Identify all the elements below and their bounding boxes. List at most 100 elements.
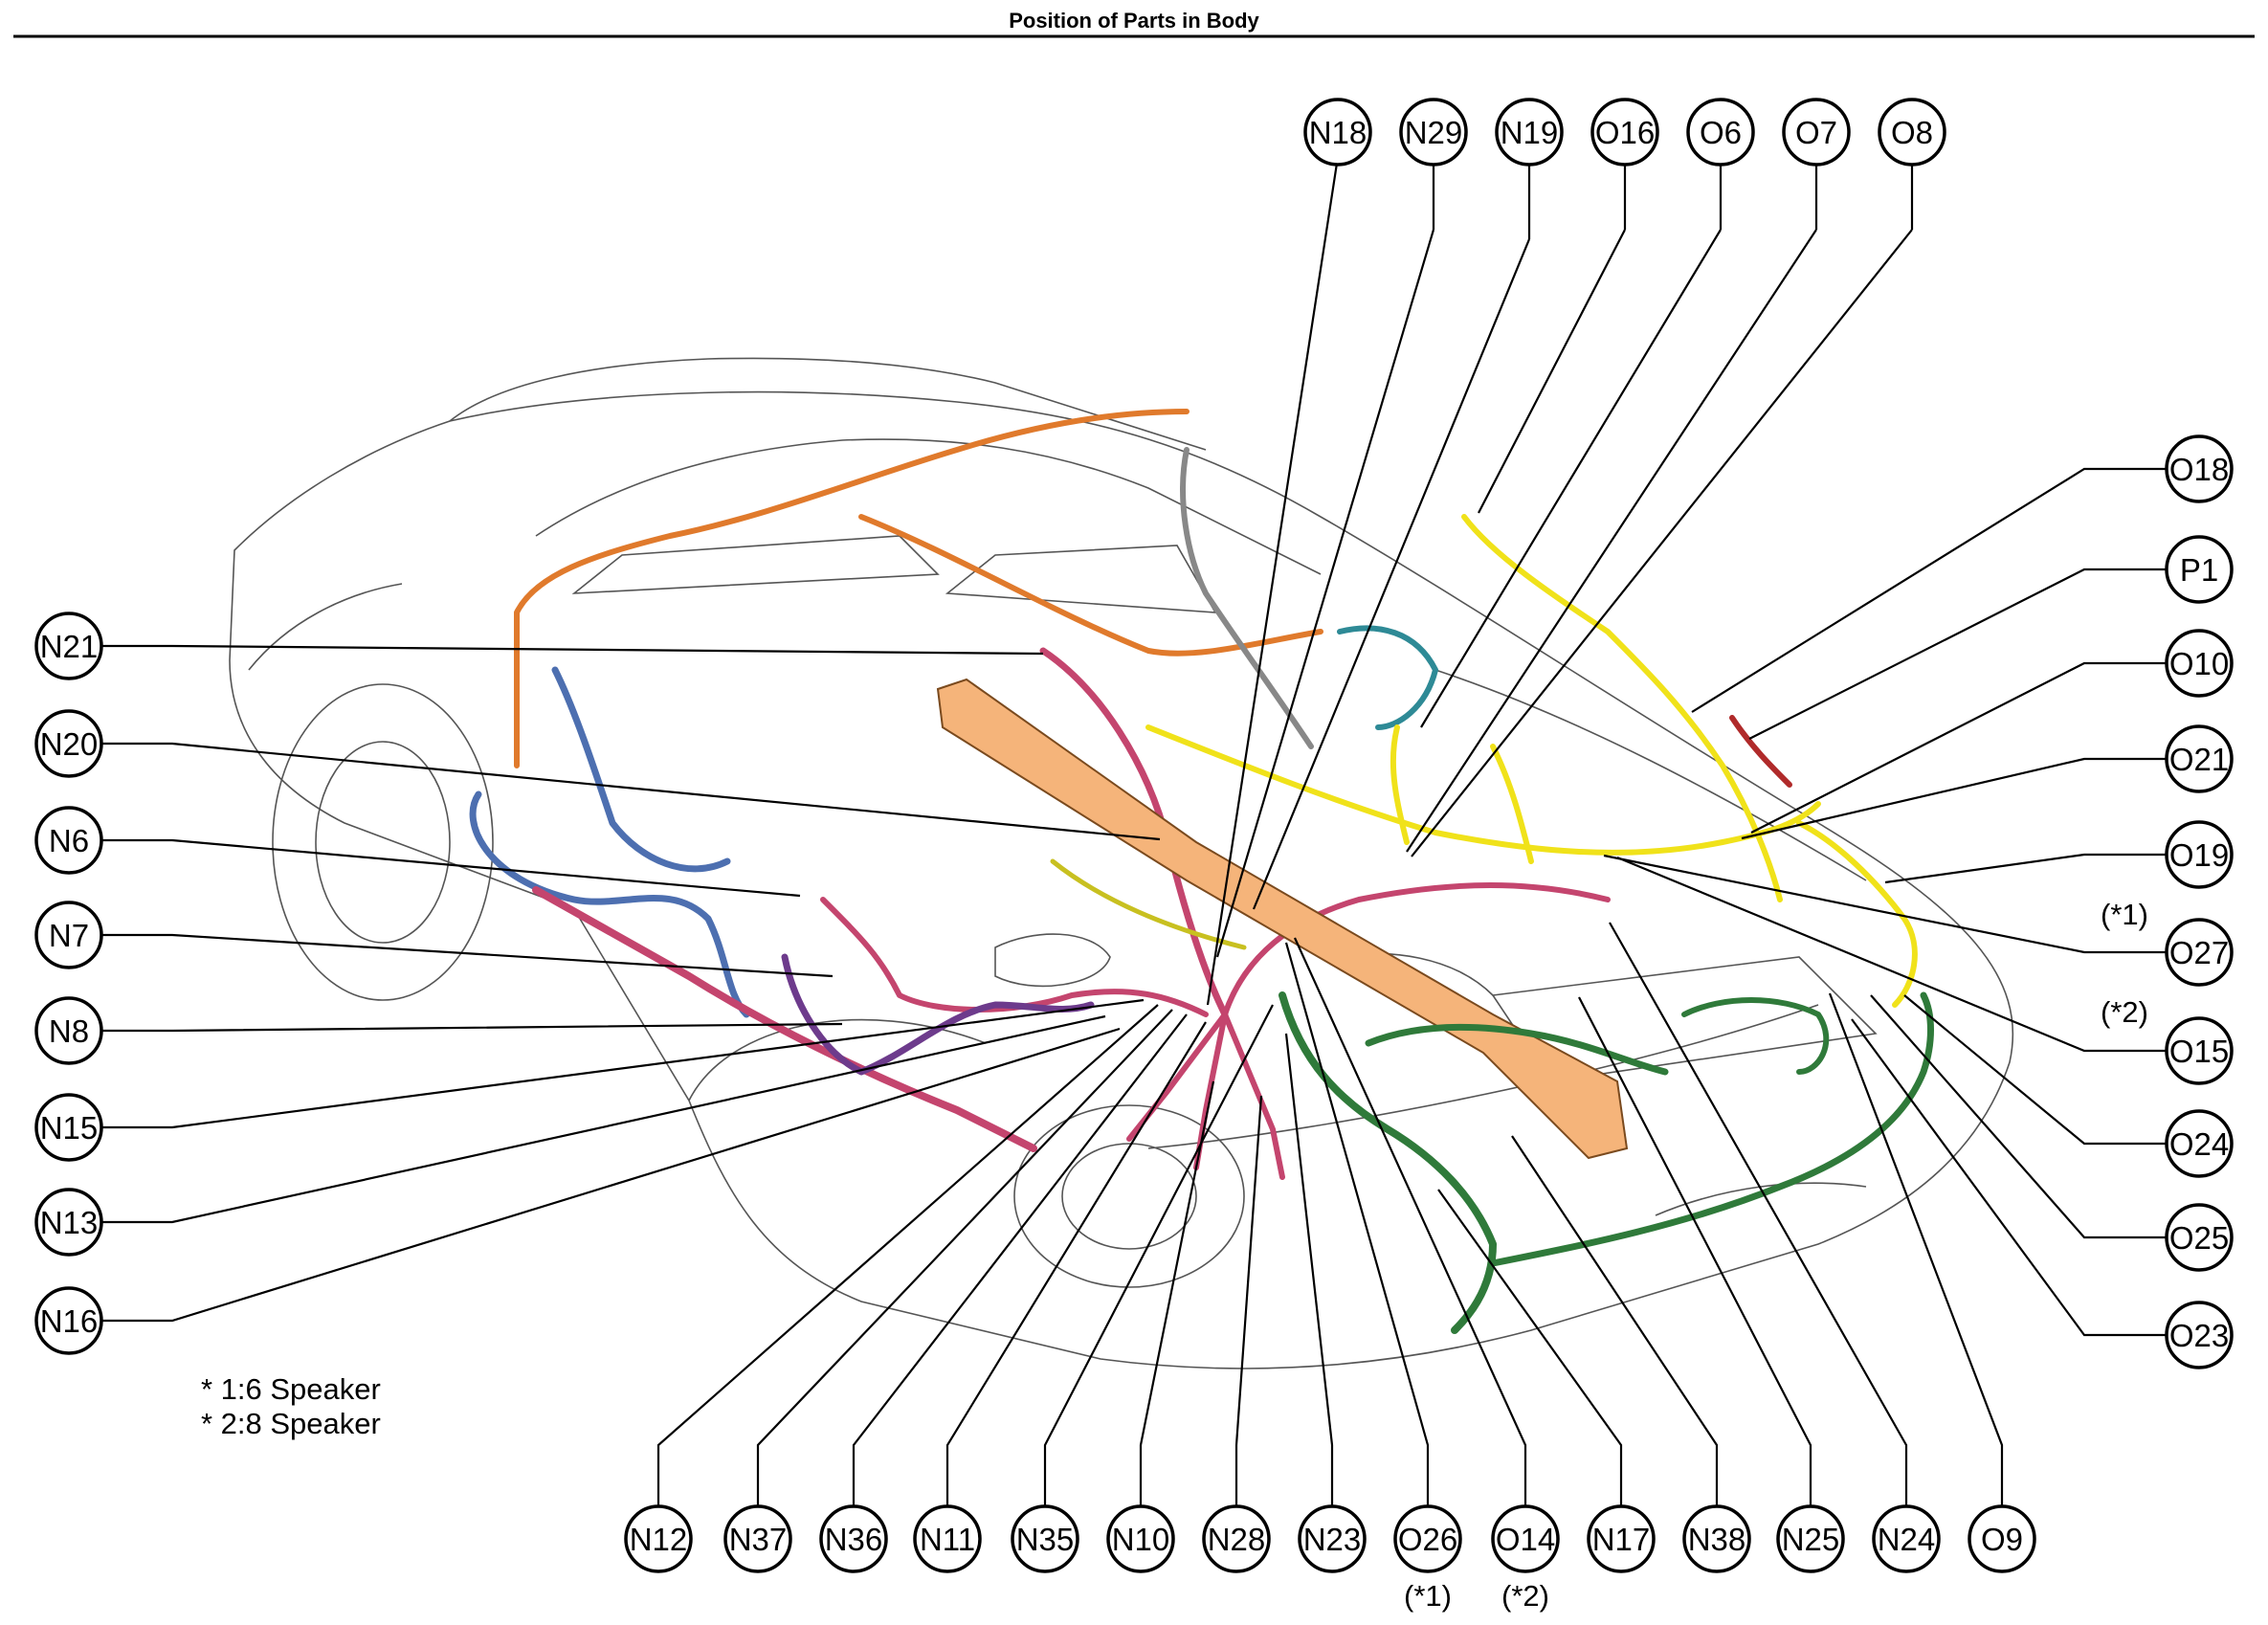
callout-circle bbox=[34, 1286, 103, 1355]
leader-o14 bbox=[1293, 937, 1527, 1510]
callout-p1: P1 bbox=[2165, 535, 2234, 604]
leader-o27 bbox=[1603, 854, 2166, 954]
callout-label: N25 bbox=[1782, 1522, 1840, 1557]
callout-n36: N36 bbox=[819, 1504, 888, 1573]
callout-o10: O10 bbox=[2165, 629, 2234, 698]
leader-n15 bbox=[100, 998, 1145, 1129]
callout-n35: N35 bbox=[1011, 1504, 1079, 1573]
callout-circle bbox=[2165, 820, 2234, 889]
callout-circle bbox=[624, 1504, 693, 1573]
leader-o6b bbox=[1420, 229, 1722, 728]
callout-label: N13 bbox=[40, 1205, 99, 1240]
callout-n13: N13 bbox=[34, 1188, 103, 1257]
callout-circle bbox=[1682, 1504, 1751, 1573]
callout-o8: O8 bbox=[1878, 98, 1946, 167]
leader-n12 bbox=[656, 1004, 1159, 1510]
callout-label: N17 bbox=[1592, 1522, 1651, 1557]
callout-label: N10 bbox=[1112, 1522, 1170, 1557]
callout-label: O19 bbox=[2169, 837, 2229, 873]
callout-circle bbox=[1782, 98, 1851, 167]
leader-n6 bbox=[100, 838, 801, 898]
callout-circle bbox=[2165, 1203, 2234, 1272]
leader-o25 bbox=[1870, 994, 2166, 1239]
leader-o18 bbox=[1691, 467, 2166, 713]
leader-n29b bbox=[1215, 229, 1435, 958]
callout-o15: O15 bbox=[2165, 1016, 2234, 1085]
leader-n24 bbox=[1609, 922, 1908, 1510]
leader-o10 bbox=[1750, 661, 2166, 834]
qualifier-o26: (*1) bbox=[1404, 1579, 1452, 1613]
callout-circle bbox=[2165, 918, 2234, 987]
callout-n37: N37 bbox=[723, 1504, 792, 1573]
callout-label: N21 bbox=[40, 629, 99, 664]
callout-circle bbox=[1878, 98, 1946, 167]
callout-circle bbox=[34, 806, 103, 875]
qualifier-o15: (*2) bbox=[2101, 995, 2148, 1029]
callout-circle bbox=[2165, 1016, 2234, 1085]
callout-circle bbox=[34, 612, 103, 680]
callout-circle bbox=[1393, 1504, 1462, 1573]
callout-circle bbox=[1202, 1504, 1271, 1573]
leader-n11 bbox=[945, 1021, 1207, 1510]
callout-n12: N12 bbox=[624, 1504, 693, 1573]
leader-n25 bbox=[1578, 996, 1812, 1510]
leader-o7b bbox=[1406, 229, 1817, 853]
callout-n19: N19 bbox=[1495, 98, 1564, 167]
callout-o9: O9 bbox=[1968, 1504, 2036, 1573]
callout-label: O16 bbox=[1595, 115, 1655, 150]
leader-o24 bbox=[1903, 994, 2166, 1146]
leader-n28 bbox=[1234, 1095, 1263, 1510]
callout-n28: N28 bbox=[1202, 1504, 1271, 1573]
callout-label: N36 bbox=[825, 1522, 883, 1557]
callout-o23: O23 bbox=[2165, 1301, 2234, 1369]
callout-n15: N15 bbox=[34, 1093, 103, 1162]
callout-n7: N7 bbox=[34, 901, 103, 969]
callout-circle bbox=[1872, 1504, 1941, 1573]
callout-circle bbox=[1011, 1504, 1079, 1573]
callout-n21: N21 bbox=[34, 612, 103, 680]
leader-n8 bbox=[100, 1022, 843, 1033]
callout-circle bbox=[1968, 1504, 2036, 1573]
callout-circle bbox=[34, 709, 103, 778]
callout-o19: O19 bbox=[2165, 820, 2234, 889]
callout-label: O26 bbox=[1398, 1522, 1457, 1557]
callout-n17: N17 bbox=[1587, 1504, 1656, 1573]
callout-circle bbox=[1106, 1504, 1175, 1573]
callout-circle bbox=[34, 901, 103, 969]
callout-circle bbox=[2165, 629, 2234, 698]
callout-label: N15 bbox=[40, 1110, 99, 1146]
callout-circle bbox=[1495, 98, 1564, 167]
callout-circle bbox=[2165, 434, 2234, 503]
callout-label: N7 bbox=[49, 918, 89, 953]
leader-o19 bbox=[1884, 853, 2166, 884]
leader-n35 bbox=[1043, 1004, 1274, 1510]
callout-n18: N18 bbox=[1303, 98, 1372, 167]
callout-circle bbox=[819, 1504, 888, 1573]
callout-label: N8 bbox=[49, 1013, 89, 1049]
callout-label: O9 bbox=[1981, 1522, 2023, 1557]
callout-circle bbox=[2165, 724, 2234, 793]
leader-n36 bbox=[852, 1013, 1188, 1510]
callout-o24: O24 bbox=[2165, 1109, 2234, 1178]
leader-n21 bbox=[100, 644, 1044, 656]
callout-label: N38 bbox=[1688, 1522, 1746, 1557]
callout-circle bbox=[34, 996, 103, 1065]
leader-n10 bbox=[1139, 1080, 1215, 1510]
note-2: * 2:8 Speaker bbox=[201, 1407, 381, 1440]
leader-o21 bbox=[1741, 757, 2166, 840]
leader-o23 bbox=[1851, 1018, 2166, 1337]
callout-label: N12 bbox=[630, 1522, 688, 1557]
leader-n18 bbox=[1206, 156, 1340, 1006]
callout-circle bbox=[2165, 535, 2234, 604]
callout-n10: N10 bbox=[1106, 1504, 1175, 1573]
callout-label: N18 bbox=[1309, 115, 1367, 150]
callout-label: O15 bbox=[2169, 1034, 2229, 1069]
callout-circle bbox=[723, 1504, 792, 1573]
callout-n25: N25 bbox=[1776, 1504, 1845, 1573]
callout-label: N24 bbox=[1878, 1522, 1936, 1557]
leader-o15 bbox=[1616, 856, 2166, 1053]
leader-lines bbox=[100, 156, 2166, 1510]
leader-n7 bbox=[100, 933, 834, 978]
